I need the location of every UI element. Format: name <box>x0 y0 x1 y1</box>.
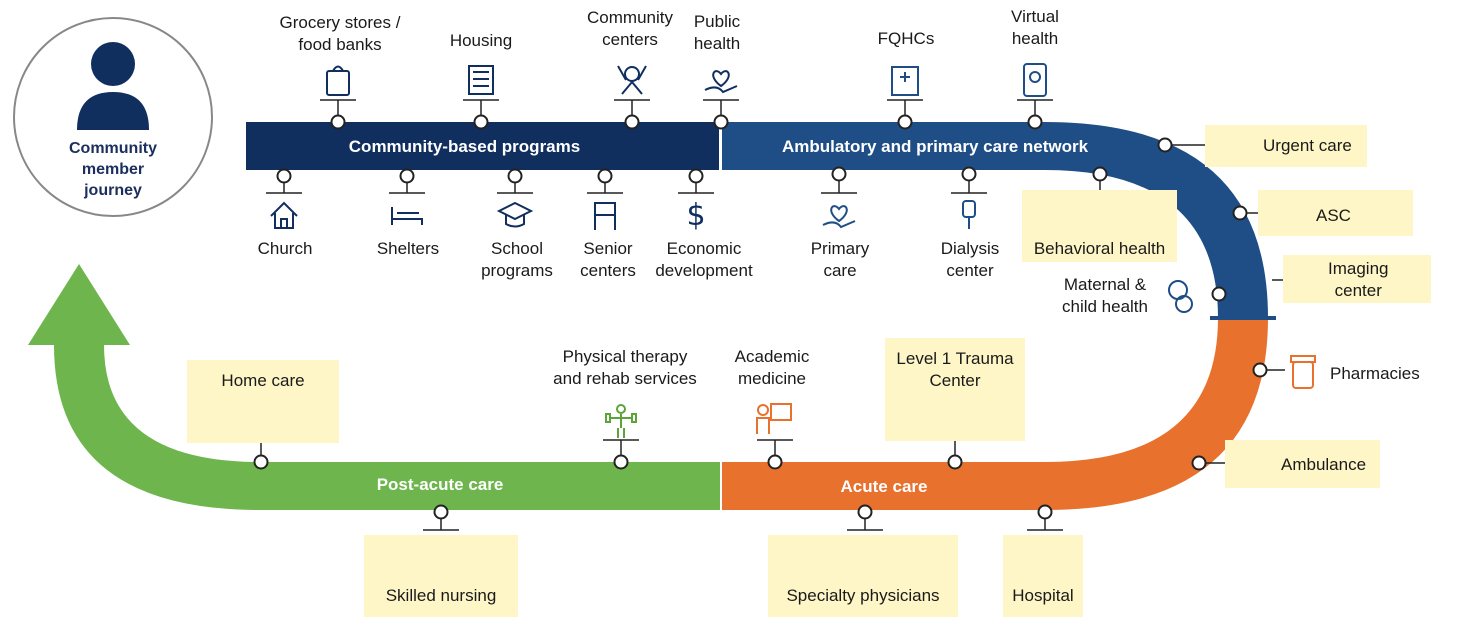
segment-post-acute: Post-acute care <box>376 475 504 494</box>
segment-ambulatory: Ambulatory and primary care network <box>781 137 1089 156</box>
dot-church <box>276 168 292 184</box>
economic-icon: $ <box>686 198 705 233</box>
label-academic: Academic medicine <box>734 347 810 388</box>
dot-dialysis <box>961 166 977 182</box>
label-community-centers: Community centers <box>587 8 673 49</box>
dot-skilled <box>433 504 449 520</box>
connectors <box>243 99 1285 531</box>
acute-curve <box>722 318 1268 510</box>
label-asc: ASC <box>1316 206 1351 225</box>
label-imaging: Imaging center <box>1328 259 1389 300</box>
dialysis-icon <box>962 200 976 229</box>
highlight-asc <box>1258 190 1413 236</box>
label-shelters: Shelters <box>376 239 440 258</box>
label-church: Church <box>257 239 313 258</box>
label-home-care: Home care <box>221 371 305 390</box>
dot-virtual <box>1027 114 1043 130</box>
shelters-icon <box>391 207 423 225</box>
dot-home <box>253 454 269 470</box>
pt-icon <box>605 404 637 438</box>
highlight-ambulance <box>1225 440 1380 488</box>
highlight-trauma <box>885 338 1025 441</box>
dot-asc <box>1232 205 1248 221</box>
grocery-icon <box>326 65 350 96</box>
highlight-urgent <box>1205 125 1367 167</box>
dot-housing <box>473 114 489 130</box>
community-bar <box>246 122 719 170</box>
dot-community-centers <box>624 114 640 130</box>
segment-acute: Acute care <box>840 477 928 496</box>
school-icon <box>496 201 534 228</box>
label-primary-care: Primary care <box>810 239 870 280</box>
dot-specialty <box>857 504 873 520</box>
academic-icon <box>756 403 792 434</box>
dot-fqhcs <box>897 114 913 130</box>
arrow-head <box>28 264 130 345</box>
label-housing: Housing <box>449 31 513 50</box>
virtual-icon <box>1023 63 1047 97</box>
dot-hospital <box>1037 504 1053 520</box>
housing-icon <box>468 65 494 95</box>
label-ambulance: Ambulance <box>1281 455 1367 474</box>
label-fqhcs: FQHCs <box>877 29 935 48</box>
label-pharmacies: Pharmacies <box>1330 364 1420 383</box>
label-hospital: Hospital <box>1012 586 1074 605</box>
label-grocery: Grocery stores / food banks <box>279 13 401 54</box>
journey-label: Community member journey <box>69 140 157 199</box>
fqhcs-icon <box>891 66 919 96</box>
label-school: School programs <box>481 239 553 280</box>
dot-senior <box>597 168 613 184</box>
public-health-icon <box>704 70 738 94</box>
highlight-home <box>187 360 339 443</box>
label-specialty: Specialty physicians <box>786 586 940 605</box>
label-maternal: Maternal & child health <box>1061 275 1148 316</box>
label-skilled: Skilled nursing <box>385 586 497 605</box>
community-centers-icon <box>617 65 647 95</box>
maternal-icon <box>1168 280 1193 313</box>
dot-behavioral <box>1092 166 1108 182</box>
highlight-skilled <box>364 535 518 617</box>
svg-text:$: $ <box>686 198 705 233</box>
church-icon <box>270 201 298 229</box>
label-public-health: Public health <box>693 12 741 53</box>
highlight-specialty <box>768 535 958 617</box>
dot-pharmacies <box>1252 362 1268 378</box>
dot-maternal <box>1211 286 1227 302</box>
label-urgent: Urgent care <box>1263 136 1352 155</box>
label-virtual: Virtual health <box>1011 7 1059 48</box>
ambulatory-curve <box>722 122 1268 318</box>
highlight-imaging <box>1283 255 1431 303</box>
label-trauma: Level 1 Trauma Center <box>896 349 1014 390</box>
label-dialysis: Dialysis center <box>940 239 1000 280</box>
dot-public-health <box>713 114 729 130</box>
label-economic: Economic development <box>655 239 753 280</box>
label-behavioral: Behavioral health <box>1033 239 1166 258</box>
senior-icon <box>594 202 616 230</box>
label-senior: Senior centers <box>580 239 636 280</box>
dot-urgent <box>1157 137 1173 153</box>
person-icon <box>77 42 149 130</box>
highlight-hospital <box>1003 535 1083 617</box>
dot-academic <box>767 454 783 470</box>
primary-icon <box>822 205 856 229</box>
segment-community: Community-based programs <box>348 137 581 156</box>
post-acute-curve <box>54 345 720 510</box>
highlight-behavioral <box>1022 190 1177 262</box>
dot-trauma <box>947 454 963 470</box>
dot-economic <box>688 168 704 184</box>
dot-grocery <box>330 114 346 130</box>
dot-primary <box>831 166 847 182</box>
pharmacy-icon <box>1290 355 1316 389</box>
dot-school <box>507 168 523 184</box>
dot-pt <box>613 454 629 470</box>
label-pt-rehab: Physical therapy and rehab services <box>553 347 697 388</box>
dot-ambulance <box>1191 455 1207 471</box>
dot-shelters <box>399 168 415 184</box>
